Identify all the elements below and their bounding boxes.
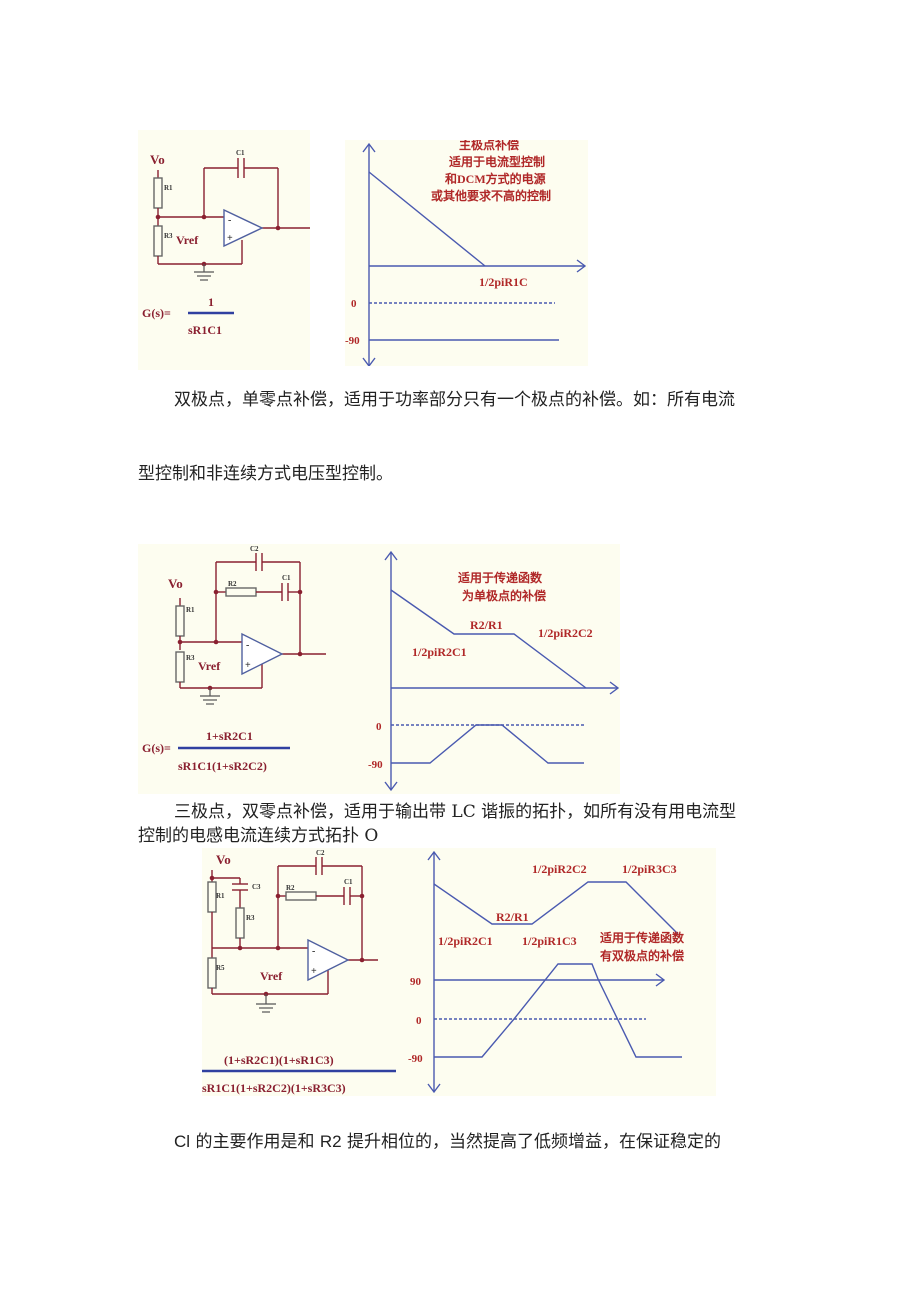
ratio-label: R2/R1	[496, 910, 529, 924]
paragraph-2-line-1: 三极点，双零点补偿，适用于输出带 LC 谐振的拓扑，如所有没有用电流型	[174, 802, 737, 822]
plot-note-line-1: 主极点补偿	[459, 140, 519, 152]
circuit-diagram-1: Vo R1 R3 C1 Vref - + G(s)= 1 sR1C1	[142, 149, 310, 337]
paragraph-3: Cl 的主要作用是和 R2 提升相位的，当然提高了低频增益，在保证稳定的	[138, 1130, 788, 1154]
phase-90-label: 90	[410, 976, 422, 988]
figure-2: Vo R1 R3 R2 C1 C2 Vref - + G(s)= 1+sR2C1…	[138, 544, 620, 794]
c1-label: C1	[282, 574, 291, 582]
minus-sign: -	[312, 946, 315, 957]
frequency-label-4: 1/2piR3C3	[622, 862, 677, 876]
corner-frequency-label: 1/2piR1C	[479, 275, 528, 289]
phase-zero-label: 0	[416, 1015, 422, 1027]
plus-sign: +	[245, 660, 251, 671]
frequency-label-1: 1/2piR2C1	[438, 934, 493, 948]
c1-label: C1	[344, 878, 353, 886]
plot-note-line-2: 为单极点的补偿	[462, 588, 546, 603]
bode-plot-1: 主极点补偿 适用于电流型控制 和DCM方式的电源 或其他要求不高的控制 1/2p…	[345, 140, 587, 366]
frequency-label-2: 1/2piR2C2	[538, 626, 593, 640]
r2-term: R2	[319, 1132, 342, 1151]
circuit-and-bode-plot-2: Vo R1 R3 R2 C1 C2 Vref - + G(s)= 1+sR2C1…	[142, 545, 620, 792]
plot-note-line-2: 适用于电流型控制	[449, 154, 545, 169]
vref-label: Vref	[260, 969, 283, 983]
c1-label: C1	[236, 149, 245, 157]
vref-label: Vref	[198, 659, 221, 673]
formula-numerator: 1+sR2C1	[206, 729, 253, 743]
formula-denominator: sR1C1(1+sR2C2)	[178, 759, 267, 773]
r1-label: R1	[216, 892, 225, 900]
frequency-label-1: 1/2piR2C1	[412, 645, 467, 659]
r5-label: R5	[216, 964, 225, 972]
gs-label: G(s)=	[142, 741, 171, 755]
paragraph-1-line-2: 型控制和非连续方式电压型控制。	[138, 464, 393, 484]
r1-label: R1	[186, 606, 195, 614]
phase-neg90-label: -90	[368, 759, 383, 771]
minus-sign: -	[246, 640, 249, 651]
plus-sign: +	[227, 233, 233, 244]
r2-label: R2	[286, 884, 295, 892]
paragraph-3-text-a: 的主要作用是和	[190, 1132, 320, 1152]
phase-zero-label: 0	[351, 298, 357, 310]
paragraph-1-line-1: 双极点，单零点补偿，适用于功率部分只有一个极点的补偿。如：所有电流	[174, 390, 735, 410]
phase-neg90-label: -90	[408, 1053, 423, 1065]
vo-label: Vo	[150, 152, 165, 167]
plot-note-line-4: 或其他要求不高的控制	[431, 188, 551, 203]
vo-label: Vo	[216, 852, 231, 867]
r2-label: R2	[228, 580, 237, 588]
circuit-and-bode-plot-3: Vo R1 R3 R5 R2 C1 C2 C3 Vref - + (1+sR2C…	[202, 849, 685, 1095]
r3-label: R3	[246, 914, 255, 922]
vo-label: Vo	[168, 576, 183, 591]
gs-label: G(s)=	[142, 306, 171, 320]
r1-label: R1	[164, 184, 173, 192]
c2-label: C2	[250, 545, 259, 553]
plus-sign: +	[311, 966, 317, 977]
plot-note-line-1: 适用于传递函数	[600, 930, 685, 945]
formula-denominator: sR1C1	[188, 323, 222, 337]
r3-label: R3	[186, 654, 195, 662]
figure-3: Vo R1 R3 R5 R2 C1 C2 C3 Vref - + (1+sR2C…	[202, 848, 716, 1096]
c1-term: Cl	[174, 1132, 191, 1151]
c3-label: C3	[252, 883, 261, 891]
frequency-label-2: 1/2piR1C3	[522, 934, 577, 948]
phase-neg90-label: -90	[345, 335, 360, 347]
vref-label: Vref	[176, 233, 199, 247]
minus-sign: -	[228, 215, 231, 226]
phase-zero-label: 0	[376, 721, 382, 733]
ratio-label: R2/R1	[470, 618, 503, 632]
formula-numerator: (1+sR2C1)(1+sR1C3)	[224, 1053, 334, 1067]
plot-note-line-2: 有双极点的补偿	[600, 948, 684, 963]
figure-1-bode-plot: 主极点补偿 适用于电流型控制 和DCM方式的电源 或其他要求不高的控制 1/2p…	[345, 140, 588, 366]
r3-label: R3	[164, 232, 173, 240]
plot-note-line-3: 和DCM方式的电源	[444, 171, 546, 186]
paragraph-3-text-b: 提升相位的，当然提高了低频增益，在保证稳定的	[341, 1132, 722, 1152]
formula-numerator: 1	[208, 295, 214, 309]
formula-denominator: sR1C1(1+sR2C2)(1+sR3C3)	[202, 1081, 346, 1095]
frequency-label-3: 1/2piR2C2	[532, 862, 587, 876]
paragraph-2-line-2: 控制的电感电流连续方式拓扑 O	[138, 826, 379, 846]
c2-label: C2	[316, 849, 325, 857]
figure-1-circuit: Vo R1 R3 C1 Vref - + G(s)= 1 sR1C1	[138, 130, 310, 370]
plot-note-line-1: 适用于传递函数	[458, 570, 543, 585]
